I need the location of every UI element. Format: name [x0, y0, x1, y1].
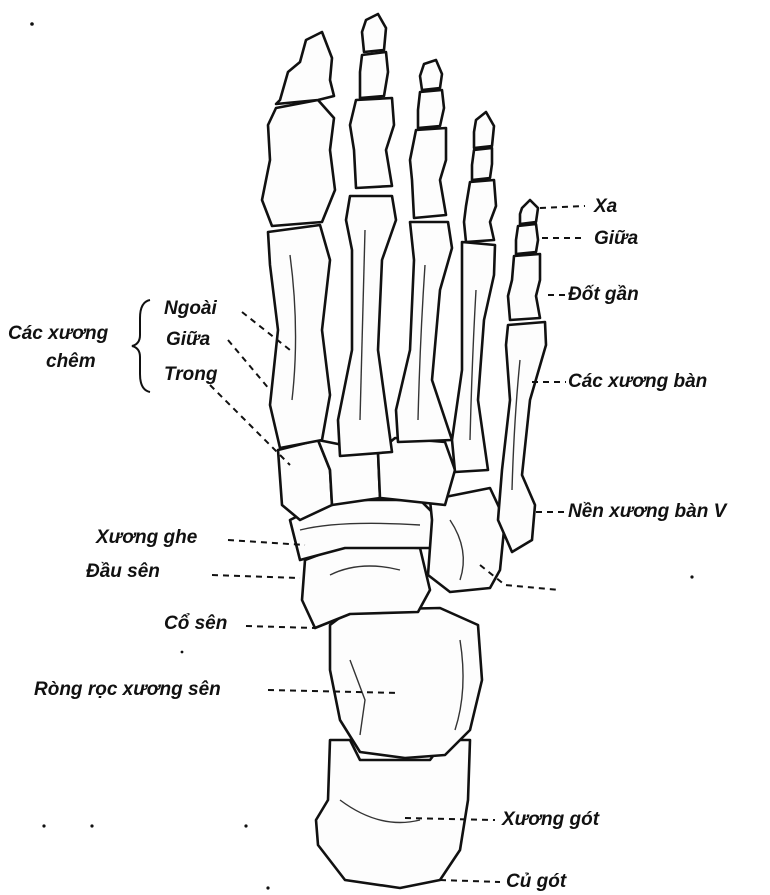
label-dau-sen: Đầu sên: [86, 562, 160, 581]
label-trong: Trong: [164, 365, 217, 384]
calcaneus-bone: [316, 740, 470, 888]
label-xuong-got: Xương gót: [502, 810, 599, 829]
label-xa: Xa: [594, 197, 617, 216]
toe-3-middle-phalanx: [418, 90, 444, 128]
metatarsal-1-bone: [268, 225, 330, 448]
talus-trochlea-bone: [330, 608, 482, 758]
label-ngoai: Ngoài: [164, 299, 217, 318]
metatarsal-2-bone: [338, 196, 396, 456]
label-nen-xuong-ban-v: Nền xương bàn V: [568, 502, 726, 521]
label-co-sen: Cổ sên: [164, 614, 227, 633]
label-xuong-ghe: Xương ghe: [96, 528, 197, 547]
label-giua-cuneiform: Giữa: [166, 330, 210, 349]
hallux-distal-phalanx: [276, 32, 334, 104]
toe-2-proximal-phalanx: [350, 98, 394, 188]
toe-5-middle-phalanx: [516, 224, 538, 254]
label-cac-xuong-ban: Các xương bàn: [568, 372, 707, 391]
toe-4-proximal-phalanx: [464, 180, 496, 242]
cuneiform-brace: [132, 300, 150, 392]
label-giua-phalanx: Giữa: [594, 229, 638, 248]
label-dot-gan: Đốt gần: [568, 285, 639, 304]
toe-3-proximal-phalanx: [410, 128, 446, 218]
toe-2-distal-phalanx: [362, 14, 386, 52]
label-cu-got: Củ gót: [506, 872, 566, 891]
leader-xuong-ghe: [228, 540, 305, 545]
toe-4-distal-phalanx: [474, 112, 494, 148]
toe-2-middle-phalanx: [360, 52, 388, 98]
hallux-proximal-phalanx: [262, 100, 335, 226]
leader-xa: [540, 206, 585, 208]
toe-5-distal-phalanx: [520, 200, 538, 224]
label-cac-xuong-chem-line1: Các xương: [8, 324, 108, 343]
metatarsal-5-bone: [498, 322, 546, 552]
toe-4-middle-phalanx: [472, 148, 492, 180]
metatarsal-3-bone: [396, 222, 452, 442]
metatarsal-4-bone: [452, 242, 495, 472]
leader-co-sen: [246, 626, 315, 628]
label-rong-roc-xuong-sen: Ròng rọc xương sên: [34, 680, 221, 699]
leader-giua-cuneiform: [228, 340, 270, 390]
toe-5-proximal-phalanx: [508, 254, 540, 320]
leader-dau-sen: [212, 575, 300, 578]
toe-3-distal-phalanx: [420, 60, 442, 90]
leader-cu-got: [440, 880, 500, 882]
label-cac-xuong-chem-line2: chêm: [46, 352, 96, 371]
